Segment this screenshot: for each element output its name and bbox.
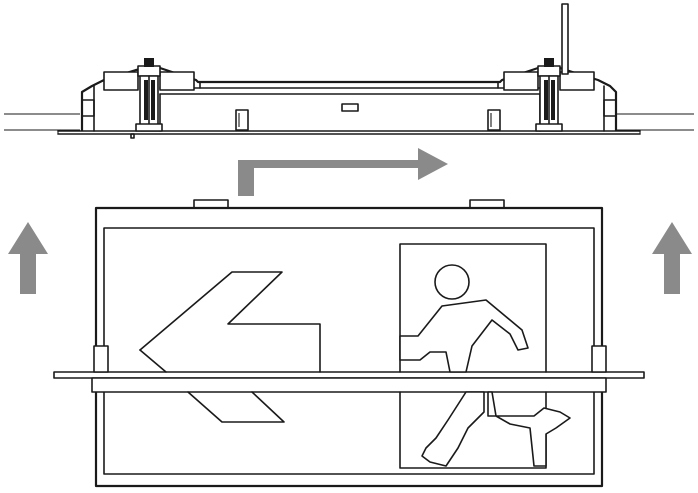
spring-clip-right	[503, 3, 595, 132]
elbow-arrow-icon	[238, 148, 448, 196]
up-arrow-icon	[652, 222, 692, 294]
ceiling-panel	[4, 113, 694, 139]
ceiling-flange	[53, 345, 645, 393]
running-man-icon	[399, 264, 571, 467]
fixture-side-view	[4, 3, 694, 139]
left-chevron-arrow-icon	[139, 271, 321, 423]
exit-sign-front-view	[53, 199, 645, 488]
up-arrow-icon	[8, 222, 48, 294]
spring-clip-left	[103, 58, 195, 132]
